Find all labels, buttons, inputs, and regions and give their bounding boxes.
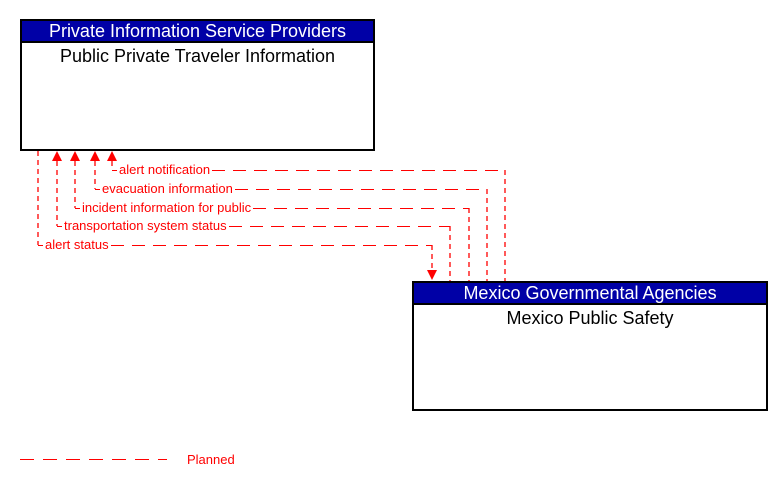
node-mexico-public-safety[interactable]: Mexico Governmental Agencies Mexico Publ… [412, 281, 768, 411]
flow-dashed-line [212, 169, 505, 171]
flow-row: evacuation information [95, 181, 487, 197]
node-header: Private Information Service Providers [22, 21, 373, 43]
flow-dashed-line [110, 244, 432, 246]
flow-label[interactable]: alert status [45, 237, 109, 252]
flow-dashed-line [253, 207, 469, 209]
flow-elbow-tick [57, 225, 62, 227]
arrowhead-up-icon [90, 151, 100, 161]
flow-label[interactable]: evacuation information [102, 181, 233, 196]
node-body: Mexico Public Safety [506, 308, 674, 328]
flow-label[interactable]: incident information for public [82, 200, 252, 215]
flow-elbow-tick [112, 169, 117, 171]
flow-row: alert notification [112, 162, 505, 178]
arrowhead-up-icon [107, 151, 117, 161]
node-header: Mexico Governmental Agencies [414, 283, 766, 305]
flow-dashed-line [234, 188, 487, 190]
flow-elbow-tick [95, 188, 100, 190]
flow-label[interactable]: transportation system status [64, 218, 227, 233]
flow-row: alert status [38, 237, 432, 253]
node-public-private-traveler-information[interactable]: Private Information Service Providers Pu… [20, 19, 375, 151]
node-body: Public Private Traveler Information [59, 46, 336, 66]
arrowhead-up-icon [52, 151, 62, 161]
arrowhead-up-icon [70, 151, 80, 161]
flow-row: transportation system status [57, 218, 450, 234]
flow-row: incident information for public [75, 200, 469, 216]
flow-dashed-line [228, 225, 450, 227]
legend-dashed-line [20, 458, 167, 460]
legend-label: Planned [187, 451, 235, 467]
arrowhead-down-icon [427, 270, 437, 280]
flow-label[interactable]: alert notification [119, 162, 211, 177]
flow-elbow-tick [75, 207, 80, 209]
flow-elbow-tick [38, 244, 43, 246]
legend: Planned [20, 451, 235, 467]
